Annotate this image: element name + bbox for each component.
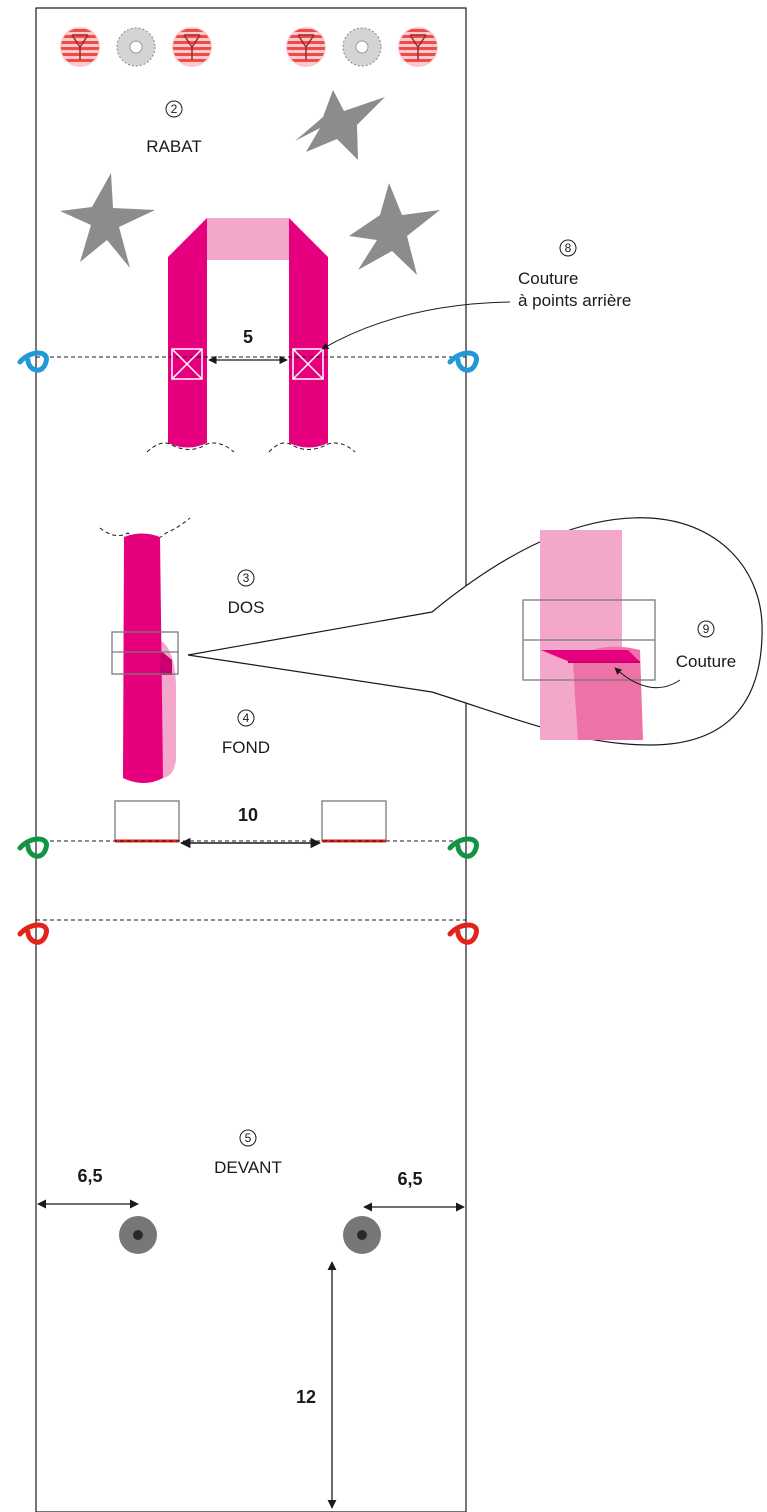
svg-text:2: 2 xyxy=(171,102,178,116)
left-margin-label: 6,5 xyxy=(77,1166,102,1186)
striped-badge-icon xyxy=(286,27,326,67)
section-fond: 4 FOND xyxy=(222,709,270,757)
svg-text:DOS: DOS xyxy=(228,598,265,617)
svg-text:RABAT: RABAT xyxy=(146,137,201,156)
section-rabat: 2 RABAT xyxy=(146,100,202,156)
svg-text:4: 4 xyxy=(243,711,250,725)
gear-badge-icon xyxy=(342,27,382,67)
fold-marker-blue-icon xyxy=(17,350,49,373)
fold-marker-red-icon xyxy=(447,922,479,945)
loop-gap-label: 10 xyxy=(238,805,258,825)
section-devant: 5 DEVANT xyxy=(214,1129,282,1177)
stitch-box-icon xyxy=(292,348,324,380)
strap-gap-label: 5 xyxy=(243,327,253,347)
gear-badge-icon xyxy=(116,27,156,67)
snap-button-icon xyxy=(343,1216,381,1254)
strap-handle xyxy=(146,218,356,453)
stitch-box-icon xyxy=(171,348,203,380)
fold-marker-green-icon xyxy=(17,836,49,859)
fold-marker-blue-icon xyxy=(447,350,479,373)
star-icon xyxy=(60,173,155,268)
svg-text:FOND: FOND xyxy=(222,738,270,757)
svg-text:8: 8 xyxy=(565,241,572,255)
svg-text:à points arrière: à points arrière xyxy=(518,291,631,310)
svg-text:Couture: Couture xyxy=(518,269,578,288)
striped-badge-icon xyxy=(60,27,100,67)
right-margin-label: 6,5 xyxy=(397,1169,422,1189)
svg-text:9: 9 xyxy=(703,622,710,636)
star-icon xyxy=(349,183,440,275)
fold-marker-red-icon xyxy=(17,922,49,945)
star-icon xyxy=(295,90,385,160)
svg-text:5: 5 xyxy=(245,1131,252,1145)
loop-left xyxy=(114,800,180,843)
callout-back-stitch: 8 Couture à points arrière xyxy=(321,239,631,350)
magnifier-bubble: 9 Couture xyxy=(187,517,763,746)
snap-button-icon xyxy=(119,1216,157,1254)
striped-badge-icon xyxy=(398,27,438,67)
section-dos: 3 DOS xyxy=(228,569,265,617)
svg-text:DEVANT: DEVANT xyxy=(214,1158,282,1177)
striped-badge-icon xyxy=(172,27,212,67)
strap-back xyxy=(99,517,191,783)
fold-marker-green-icon xyxy=(447,836,479,859)
svg-text:Couture: Couture xyxy=(676,652,736,671)
svg-text:3: 3 xyxy=(243,571,250,585)
bottom-distance-label: 12 xyxy=(296,1387,316,1407)
